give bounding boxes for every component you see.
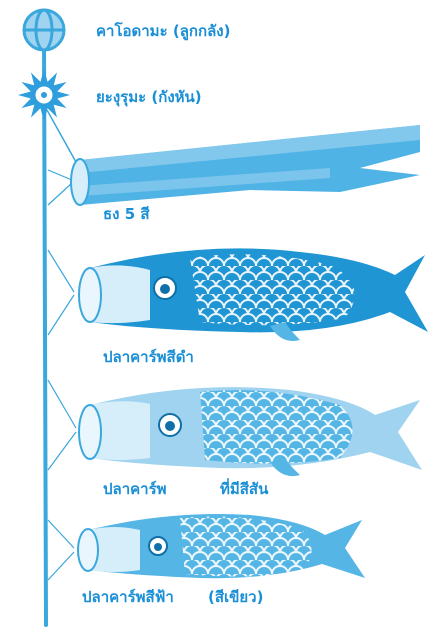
pole-ball-icon bbox=[24, 10, 64, 50]
label-streamer: ธง 5 สี bbox=[103, 205, 150, 223]
label-ball: คาโอดามะ (ลูกกลัง) bbox=[96, 22, 230, 40]
black-carp bbox=[48, 248, 428, 341]
pinwheel-icon bbox=[18, 69, 70, 121]
label-black-carp: ปลาคาร์พสีดำ bbox=[103, 348, 194, 366]
blue-carp bbox=[48, 514, 365, 580]
colored-carp bbox=[48, 380, 422, 476]
label-colored-carp-b: ที่มีสีสัน bbox=[220, 480, 268, 498]
label-wheel: ยะงุรุมะ (กังหัน) bbox=[96, 88, 202, 106]
label-blue-carp: ปลาคาร์พสีฟ้า bbox=[82, 588, 174, 606]
label-colored-carp-a: ปลาคาร์พ bbox=[103, 480, 167, 498]
streamer bbox=[48, 125, 420, 205]
label-blue-carp-note: (สีเขียว) bbox=[208, 588, 263, 606]
